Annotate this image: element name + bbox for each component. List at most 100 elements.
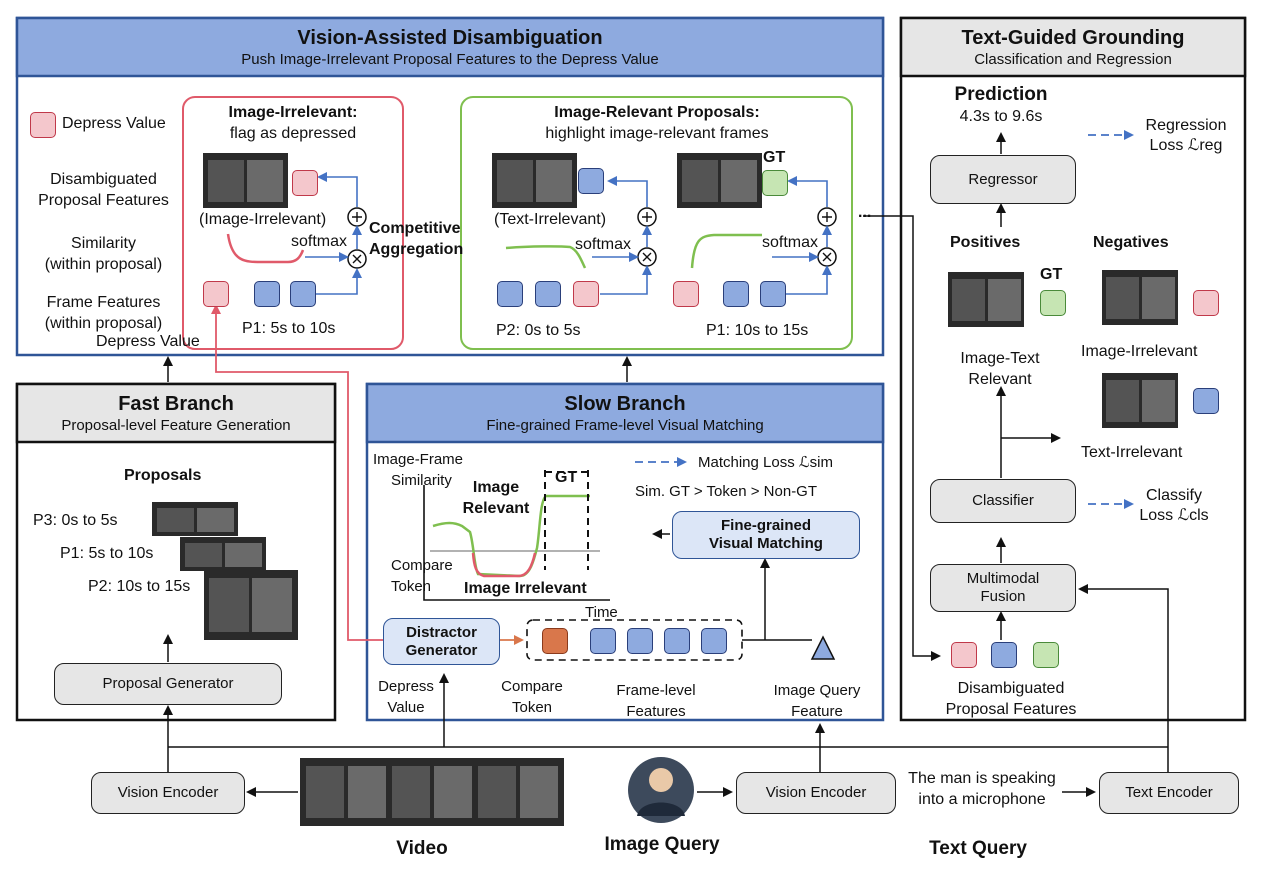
text-irrelevant-label: Text-Irrelevant [1081, 444, 1183, 461]
vision-encoder-image-box: Vision Encoder [736, 772, 896, 814]
p2-frame-depress-square [573, 281, 599, 307]
similarity-axis-label: Image-Frame Similarity [373, 449, 463, 491]
relevant-softmax-1: softmax [575, 236, 632, 253]
more-proposals-ellipsis: ... [858, 204, 872, 221]
distractor-generator-box: Distractor Generator [383, 618, 500, 665]
proposal-p1: P1: 5s to 10s [60, 545, 154, 562]
fast-header: Fast Branch Proposal-level Feature Gener… [17, 392, 335, 436]
negatives-label: Negatives [1093, 234, 1169, 251]
fusion-line2: Fusion [980, 588, 1026, 605]
negative-image-irrelevant-square [1193, 290, 1219, 316]
slow-subtitle: Fine-grained Frame-level Visual Matching [486, 417, 764, 434]
competitive-line2: Aggregation [369, 241, 464, 258]
slow-gt-label: GT [555, 469, 578, 486]
relevant-caption: (Text-Irrelevant) [494, 211, 607, 228]
proposals-title: Proposals [124, 467, 202, 484]
frame-feature-square-4 [701, 628, 727, 654]
compare-token-line2: Token [511, 699, 553, 716]
relevant-p2-label: P2: 0s to 5s [496, 322, 581, 339]
irrelevant-frame-square-2 [290, 281, 316, 307]
irrelevant-frame-square-1 [254, 281, 280, 307]
image-text-relevant-line1: Image-Text [960, 350, 1040, 367]
tgg-disambiguated-line2: Proposal Features [945, 701, 1077, 718]
p1-frame-depress-square [673, 281, 699, 307]
image-query-feature-line2: Feature [791, 703, 843, 720]
fast-title: Fast Branch [118, 393, 234, 415]
depress-value-slow: Depress Value [368, 676, 444, 718]
image-text-relevant-line2: Relevant [968, 371, 1032, 388]
image-relevant-label: Image Relevant [456, 477, 536, 519]
regression-loss: Regression Loss ℒreg [1136, 116, 1236, 156]
text-query-label: Text Query [929, 838, 1027, 859]
fine-grained-matching-box: Fine-grained Visual Matching [672, 511, 860, 559]
row-label-disambiguated: Disambiguated Proposal Features [26, 169, 181, 211]
text-query-line2: into a microphone [918, 791, 1046, 808]
depress-value-label: Depress Value [96, 333, 200, 350]
image-relevant-line2: Relevant [462, 500, 530, 517]
frame-level-features-label: Frame-level Features [596, 680, 716, 722]
fusion-box: Multimodal Fusion [930, 564, 1076, 612]
relevant-subtitle: highlight image-relevant frames [545, 125, 769, 142]
classify-loss: Classify Loss ℒcls [1134, 486, 1214, 526]
irrelevant-proposal-label: P1: 5s to 10s [242, 320, 336, 337]
relevant-title: Image-Relevant Proposals: [554, 104, 760, 121]
compare-token-axis-label: Compare Token [391, 555, 453, 597]
competitive-aggregation: Competitive Aggregation [369, 218, 463, 260]
frame-level-line1: Frame-level [616, 682, 696, 699]
tgg-subtitle: Classification and Regression [974, 51, 1172, 68]
frame-feature-square-2 [627, 628, 653, 654]
irrelevant-subtitle: flag as depressed [229, 125, 357, 142]
image-query-feature-label: Image Query Feature [757, 680, 877, 722]
vad-header: Vision-Assisted Disambiguation Push Imag… [17, 26, 883, 70]
fine-grained-line1: Fine-grained [720, 517, 811, 534]
image-text-relevant: Image-Text Relevant [940, 348, 1060, 390]
depress-value-slow-line1: Depress [378, 678, 434, 695]
compare-token-line1: Compare [501, 678, 563, 695]
negative-text-irrelevant-square [1193, 388, 1219, 414]
vad-subtitle: Push Image-Irrelevant Proposal Features … [241, 51, 659, 68]
time-axis-label: Time [585, 604, 618, 621]
image-irrelevant-label: Image-Irrelevant [1081, 343, 1198, 360]
frame-feature-square-3 [664, 628, 690, 654]
row-label-similarity: Similarity (within proposal) [26, 233, 181, 275]
tgg-header: Text-Guided Grounding Classification and… [901, 26, 1245, 70]
competitive-line1: Competitive [369, 220, 461, 237]
compare-token-axis-line1: Compare [391, 557, 453, 574]
similarity-axis-line1: Image-Frame [373, 451, 464, 468]
relevant-disambiguated-square-gt [762, 170, 788, 196]
compare-token-label: Compare Token [487, 676, 577, 718]
relevant-gt-label: GT [763, 149, 786, 166]
tgg-disambiguated-blue [991, 642, 1017, 668]
text-query-line1: The man is speaking [908, 770, 1056, 787]
fusion-line1: Multimodal [966, 570, 1040, 587]
row-label-frame-line2: (within proposal) [44, 315, 163, 332]
regression-loss-line2: Loss ℒreg [1149, 137, 1223, 154]
vision-encoder-video-box: Vision Encoder [91, 772, 245, 814]
tgg-disambiguated-label: Disambiguated Proposal Features [931, 678, 1091, 720]
depress-value-legend: Depress Value [62, 115, 166, 132]
sim-order-label: Sim. GT > Token > Non-GT [635, 483, 818, 500]
p2-frame-square-2 [535, 281, 561, 307]
prediction-value: 4.3s to 9.6s [959, 108, 1043, 125]
image-relevant-line1: Image [472, 479, 520, 496]
video-label: Video [396, 838, 448, 859]
tgg-disambiguated-line1: Disambiguated [957, 680, 1065, 697]
row-label-disambiguated-line2: Proposal Features [38, 192, 169, 209]
compare-token-square [542, 628, 568, 654]
positive-gt-square [1040, 290, 1066, 316]
image-irrelevant-chart-label: Image Irrelevant [464, 580, 587, 597]
text-encoder-box: Text Encoder [1099, 772, 1239, 814]
p2-frame-square-1 [497, 281, 523, 307]
relevant-p1-label: P1: 10s to 15s [706, 322, 809, 339]
irrelevant-caption: (Image-Irrelevant) [199, 211, 327, 228]
row-label-frame: Frame Features (within proposal) [26, 292, 181, 334]
frame-level-line2: Features [626, 703, 686, 720]
row-label-disambiguated-line1: Disambiguated [50, 171, 157, 188]
p1-frame-square-2 [760, 281, 786, 307]
distractor-line1: Distractor [406, 623, 477, 641]
classify-loss-line1: Classify [1145, 487, 1202, 504]
image-query-label: Image Query [604, 834, 720, 855]
prediction-title: Prediction [954, 84, 1048, 105]
image-query-feature-line1: Image Query [773, 682, 861, 699]
tgg-disambiguated-pink [951, 642, 977, 668]
